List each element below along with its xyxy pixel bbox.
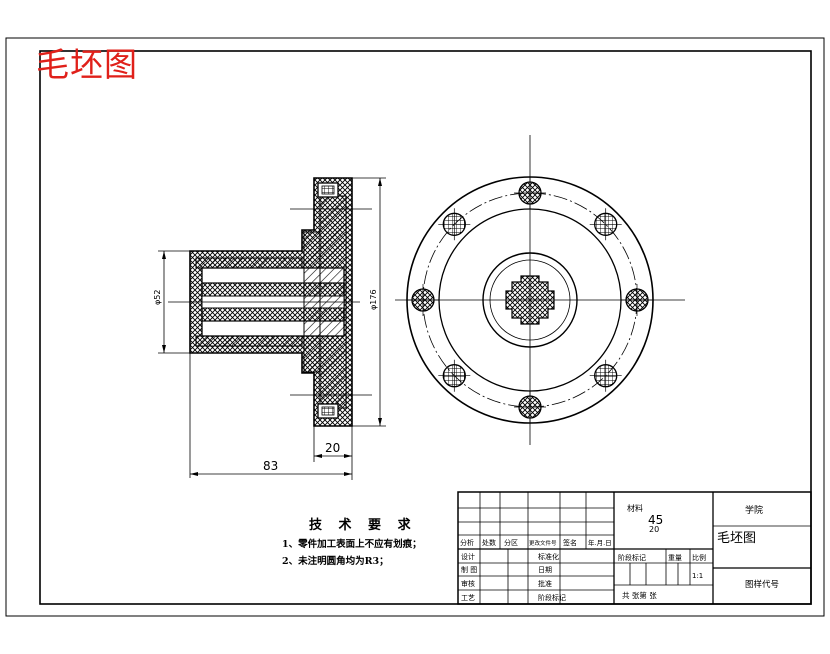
svg-text:审核: 审核: [461, 579, 475, 588]
svg-text:图样代号: 图样代号: [745, 579, 779, 590]
end-view: [395, 135, 685, 445]
dim-diameter-left: φ52: [153, 290, 162, 305]
dim-flange-width: 20: [325, 441, 340, 455]
svg-text:工艺: 工艺: [461, 594, 475, 602]
svg-text:年.月.日: 年.月.日: [588, 538, 612, 547]
inner-frame: [39, 50, 812, 605]
svg-text:签名: 签名: [563, 538, 577, 547]
tech-item-1: 1、零件加工表面上不应有划痕；: [282, 539, 422, 550]
page-title: 毛坯图: [36, 45, 138, 84]
outer-frame: [5, 37, 825, 617]
svg-text:重量: 重量: [668, 554, 682, 562]
svg-text:共 张第 张: 共 张第 张: [622, 590, 657, 600]
bolt-hole-centerline: [589, 359, 622, 392]
bolt-hole-centerline: [514, 391, 546, 423]
svg-text:分区: 分区: [504, 538, 518, 547]
tech-title: 技 术 要 求: [309, 518, 417, 533]
bolt-hole-centerline: [621, 284, 653, 316]
svg-text:学院: 学院: [745, 504, 763, 516]
svg-text:45: 45: [648, 513, 663, 527]
svg-text:处数: 处数: [482, 538, 496, 547]
svg-text:制 图: 制 图: [461, 565, 477, 574]
svg-text:20: 20: [649, 525, 659, 534]
svg-text:设计: 设计: [461, 552, 475, 561]
svg-text:阶段标记: 阶段标记: [538, 593, 566, 602]
svg-text:阶段标记: 阶段标记: [618, 553, 646, 562]
bolt-hole-centerline: [438, 208, 471, 241]
svg-text:标准化: 标准化: [538, 552, 559, 561]
section-view: φ52 φ176 20 83: [153, 177, 386, 480]
svg-text:材料: 材料: [627, 503, 643, 513]
svg-text:比例: 比例: [692, 553, 706, 562]
dim-diameter-right: φ176: [369, 289, 378, 310]
bolt-hole-centerline: [514, 177, 546, 209]
svg-text:日期: 日期: [538, 566, 552, 574]
svg-text:毛坯图: 毛坯图: [717, 531, 756, 546]
svg-text:批准: 批准: [538, 579, 552, 588]
dim-overall-length: 83: [263, 459, 278, 473]
tech-item-2: 2、未注明圆角均为R3；: [282, 556, 389, 567]
svg-text:1:1: 1:1: [692, 572, 703, 580]
bolt-hole-centerline: [407, 284, 439, 316]
title-block-text: 分析 处数 分区 更改文件号 签名 年.月.日 设计 标准化 制 图 日期 审核…: [460, 503, 779, 602]
bolt-hole-centerline: [589, 208, 622, 241]
svg-text:分析: 分析: [460, 538, 474, 547]
svg-text:更改文件号: 更改文件号: [529, 539, 557, 547]
technical-requirements: 技 术 要 求 1、零件加工表面上不应有划痕； 2、未注明圆角均为R3；: [282, 514, 422, 567]
title-block: [457, 491, 812, 605]
bolt-hole-centerline: [438, 359, 471, 392]
